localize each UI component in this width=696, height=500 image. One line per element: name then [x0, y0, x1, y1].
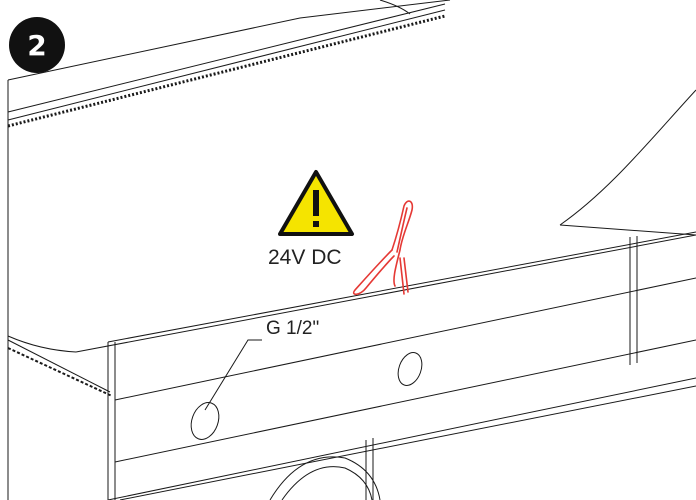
front-plate: [75, 231, 696, 500]
outer-shell: [559, 89, 696, 236]
voltage-label: 24V DC: [268, 246, 342, 269]
bottom-pipe-fitting: [269, 456, 381, 500]
step-number-badge: 2: [9, 17, 65, 73]
upper-housing: [7, 0, 451, 128]
port-size-label: G 1/2": [266, 318, 320, 339]
red-cable-icon: [352, 200, 414, 296]
port-hole-left: [190, 402, 220, 440]
port-hole-right: [397, 352, 423, 386]
callout-leader: [204, 339, 262, 411]
left-bevel: [7, 80, 113, 500]
warning-triangle-icon: [278, 170, 354, 236]
